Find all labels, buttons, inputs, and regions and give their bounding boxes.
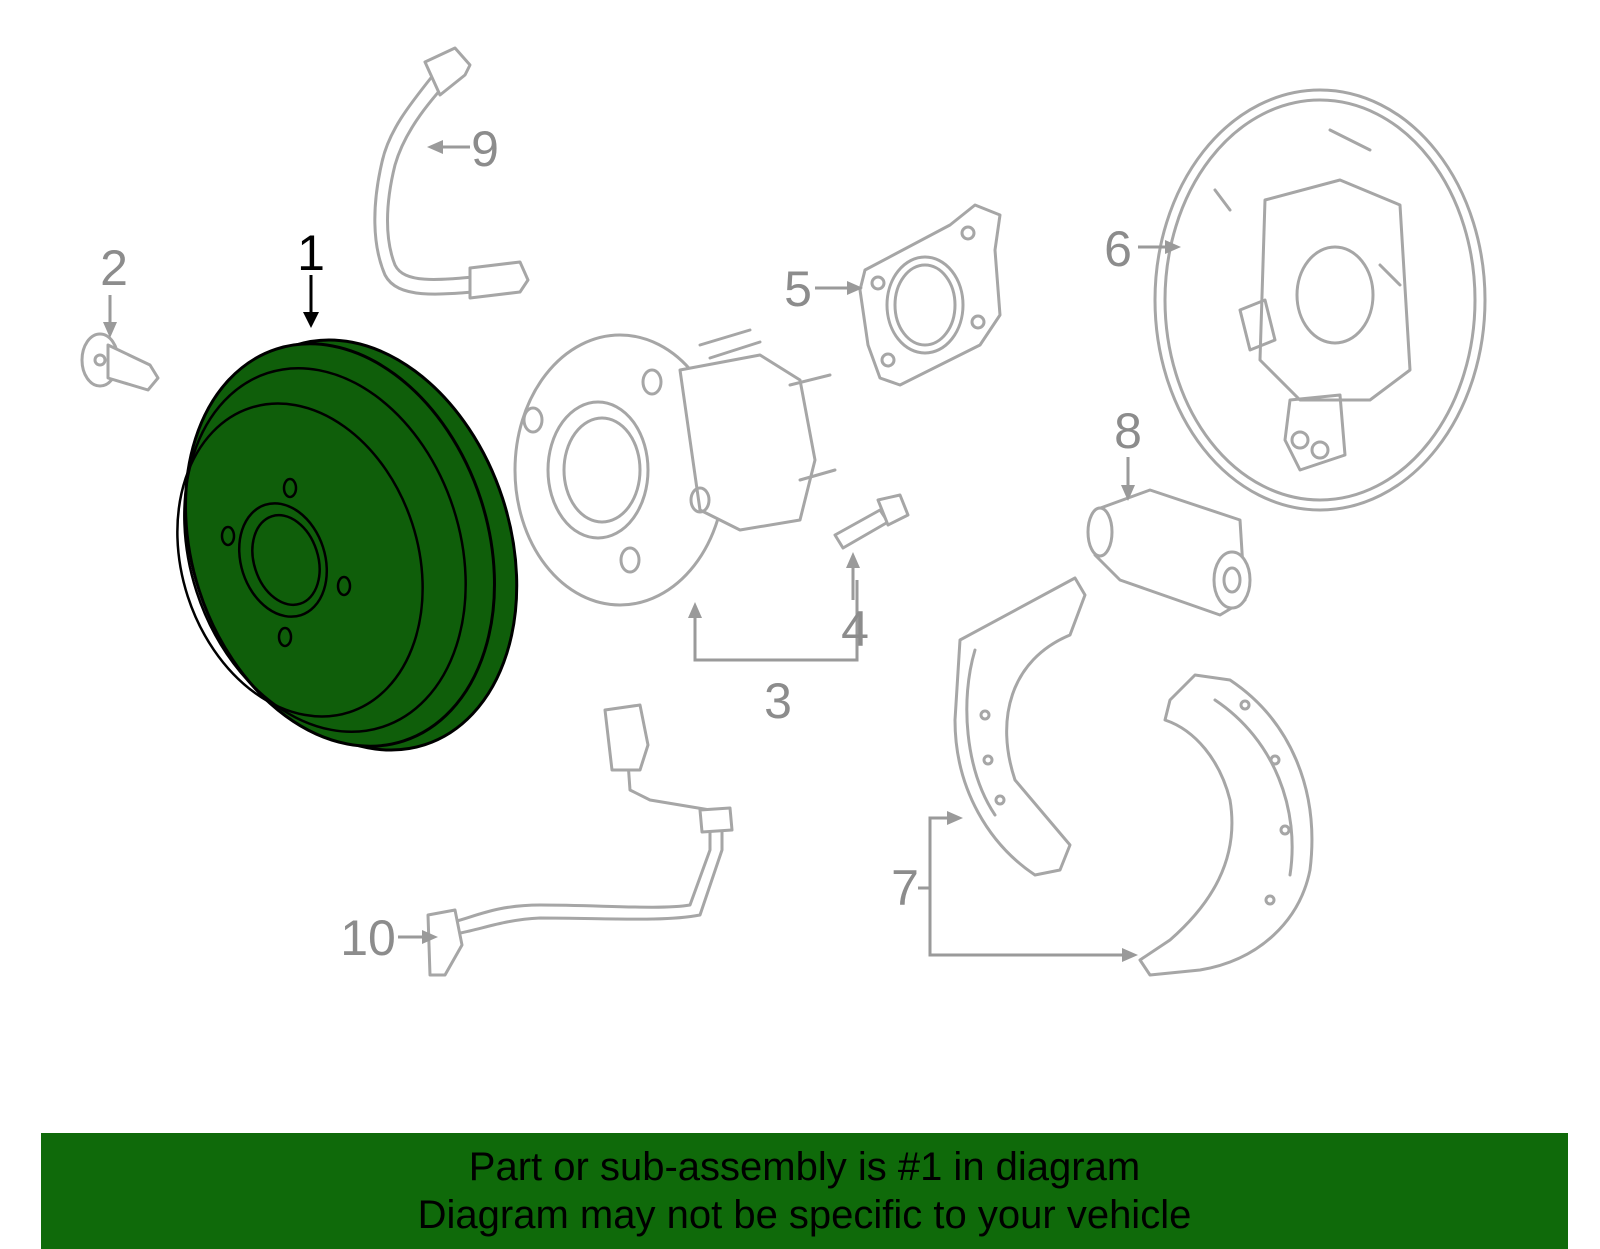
callout-10: 10 xyxy=(340,910,438,966)
part-4-stud[interactable] xyxy=(833,493,910,550)
banner-line-1: Part or sub-assembly is #1 in diagram xyxy=(468,1145,1141,1189)
callout-8: 8 xyxy=(1114,403,1142,501)
info-banner: Part or sub-assembly is #1 in diagram Di… xyxy=(41,1133,1568,1249)
part-1-brake-drum[interactable] xyxy=(136,299,568,791)
callout-3-label: 3 xyxy=(764,673,792,729)
part-3-hub-bearing[interactable] xyxy=(513,328,837,607)
callout-6: 6 xyxy=(1104,221,1181,277)
callout-4: 4 xyxy=(841,552,869,657)
callout-5: 5 xyxy=(784,261,863,317)
callout-5-label: 5 xyxy=(784,261,812,317)
callout-7: 7 xyxy=(891,811,1138,962)
part-9-brake-hose[interactable] xyxy=(373,46,530,300)
banner-line-2: Diagram may not be specific to your vehi… xyxy=(417,1193,1192,1237)
part-8-wheel-cylinder[interactable] xyxy=(1086,488,1252,617)
callout-6-label: 6 xyxy=(1104,221,1132,277)
callout-7-label: 7 xyxy=(891,860,919,916)
part-5-seal-plate[interactable] xyxy=(858,203,1002,387)
part-10-abs-sensor[interactable] xyxy=(426,703,734,977)
callout-8-label: 8 xyxy=(1114,403,1142,459)
callout-9: 9 xyxy=(427,121,499,177)
part-6-backing-plate[interactable] xyxy=(1153,88,1487,512)
callout-9-label: 9 xyxy=(471,121,499,177)
part-7-brake-shoes[interactable] xyxy=(953,576,1314,977)
callout-3: 3 xyxy=(688,580,859,729)
part-2-bolt[interactable] xyxy=(80,332,160,392)
callout-1: 1 xyxy=(297,225,325,328)
callout-2-label: 2 xyxy=(100,240,128,296)
callout-2: 2 xyxy=(100,240,128,338)
callout-10-label: 10 xyxy=(340,910,396,966)
callout-4-label: 4 xyxy=(841,601,869,657)
callout-1-label: 1 xyxy=(297,225,325,281)
